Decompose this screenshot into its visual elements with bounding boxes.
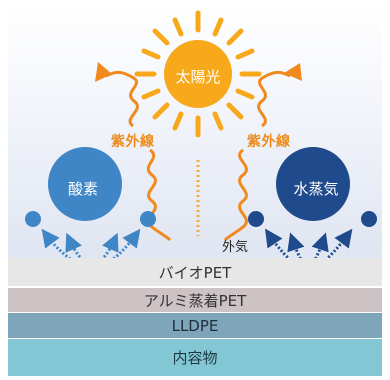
water-vapor-label: 水蒸気	[293, 180, 339, 198]
layer-contents-label: 内容物	[172, 349, 218, 367]
uv-wavy-arrow-right-up	[257, 63, 302, 128]
sun-label: 太陽光	[175, 68, 221, 86]
oxygen-molecule-left	[25, 211, 41, 227]
oxygen-label: 酸素	[67, 180, 98, 198]
layer-contents: 内容物	[8, 339, 382, 376]
layer-bio-pet-label: バイオPET	[158, 263, 232, 282]
uv-wavy-line-left-down	[146, 148, 172, 242]
water-vapor-molecule-right	[361, 211, 377, 227]
uv-label-left: 紫外線	[111, 134, 155, 150]
layer-aluminum-pet-label: アルミ蒸着PET	[143, 291, 247, 310]
uv-wavy-arrow-left-up	[95, 62, 139, 128]
uv-label-right: 紫外線	[247, 134, 291, 150]
oxygen-circle	[48, 147, 122, 221]
layer-lldpe-label: LLDPE	[171, 316, 219, 335]
oxygen-dotted-arrows	[41, 228, 141, 268]
layer-bio-pet: バイオPET	[8, 258, 382, 286]
uv-wavy-line-right-down	[223, 148, 248, 242]
sun-icon	[134, 10, 262, 138]
outside-air-label: 外気	[222, 240, 249, 255]
layer-lldpe: LLDPE	[8, 313, 382, 338]
layer-aluminum-pet: アルミ蒸着PET	[8, 288, 382, 312]
water-vapor-molecule-left	[248, 211, 264, 227]
water-vapor-circle	[276, 147, 350, 221]
oxygen-molecule-right	[140, 211, 156, 227]
water-vapor-dotted-arrows	[265, 228, 353, 268]
